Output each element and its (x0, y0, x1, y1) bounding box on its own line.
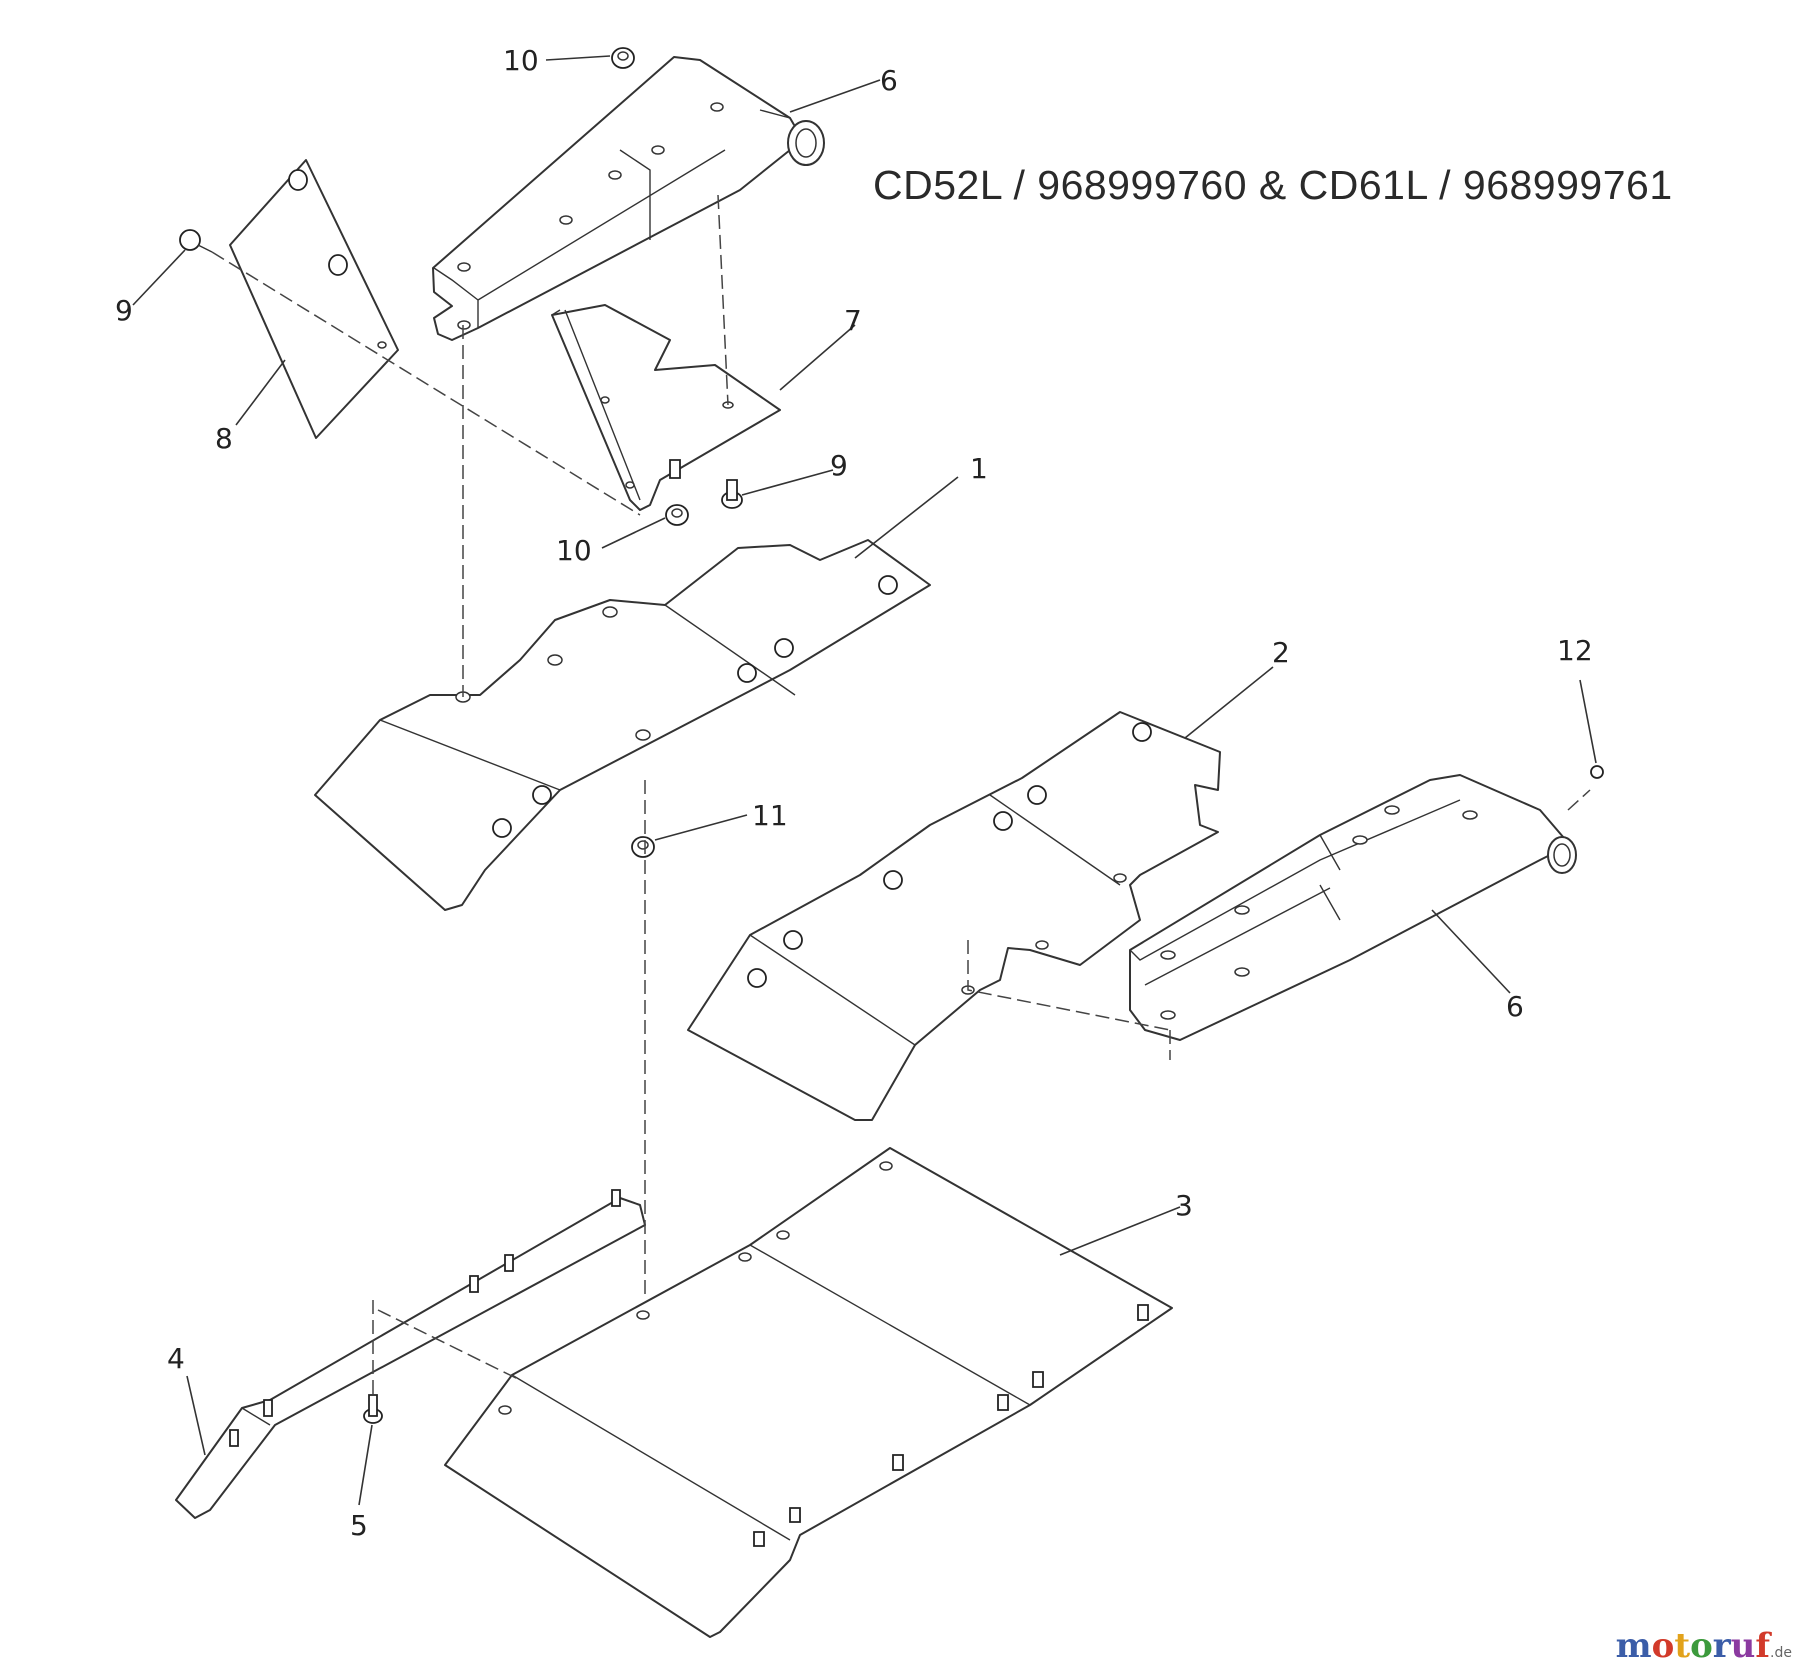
fastener-11 (631, 836, 655, 858)
fastener-10-top (611, 47, 635, 69)
callout-11: 11 (752, 799, 788, 832)
callout-8: 8 (215, 422, 233, 455)
part-2-plate (687, 711, 1221, 1121)
part-7-bracket (551, 304, 781, 511)
callout-6-right: 6 (1506, 990, 1524, 1023)
callout-labels: 10 6 9 8 7 9 1 10 2 12 11 6 3 4 5 (115, 44, 1593, 1542)
callout-7: 7 (844, 304, 862, 337)
part-6-upper-bracket (432, 56, 825, 341)
watermark-letter: o (1651, 1626, 1675, 1666)
fastener-5 (363, 1394, 383, 1424)
callout-12: 12 (1557, 634, 1593, 667)
watermark-letter: f (1755, 1626, 1771, 1666)
diagram-title: CD52L / 968999760 & CD61L / 968999761 (873, 162, 1673, 208)
fastener-9-mid (721, 479, 743, 509)
watermark-letter: m (1615, 1626, 1652, 1666)
watermark-logo: motoruf.de (1616, 1626, 1792, 1666)
watermark-letter: r (1712, 1626, 1731, 1666)
assembly-lines (211, 194, 1591, 1395)
fastener-12 (1590, 765, 1604, 779)
callout-9-left: 9 (115, 294, 133, 327)
part-1-plate (314, 539, 931, 911)
leader-lines (132, 55, 1597, 1506)
part-3-plate (444, 1147, 1173, 1638)
part-4-strap (175, 1189, 646, 1519)
callout-3: 3 (1175, 1189, 1193, 1222)
watermark-letter: u (1730, 1626, 1756, 1666)
fastener-9-left (179, 229, 213, 253)
part-8-plate (229, 159, 399, 439)
callout-2: 2 (1272, 636, 1290, 669)
callout-4: 4 (167, 1342, 185, 1375)
callout-6-top: 6 (880, 64, 898, 97)
callout-9-mid: 9 (830, 449, 848, 482)
part-6-right-bracket (1129, 774, 1577, 1041)
callout-10-top: 10 (503, 44, 539, 77)
watermark-letter: t (1674, 1626, 1691, 1666)
fastener-10-mid (665, 504, 689, 526)
watermark-suffix: .de (1770, 1645, 1792, 1661)
watermark-letter: o (1690, 1626, 1713, 1666)
callout-10-mid: 10 (556, 534, 592, 567)
watermark-letters: motoruf (1616, 1626, 1770, 1666)
callout-1: 1 (970, 452, 988, 485)
callout-5: 5 (350, 1509, 368, 1542)
